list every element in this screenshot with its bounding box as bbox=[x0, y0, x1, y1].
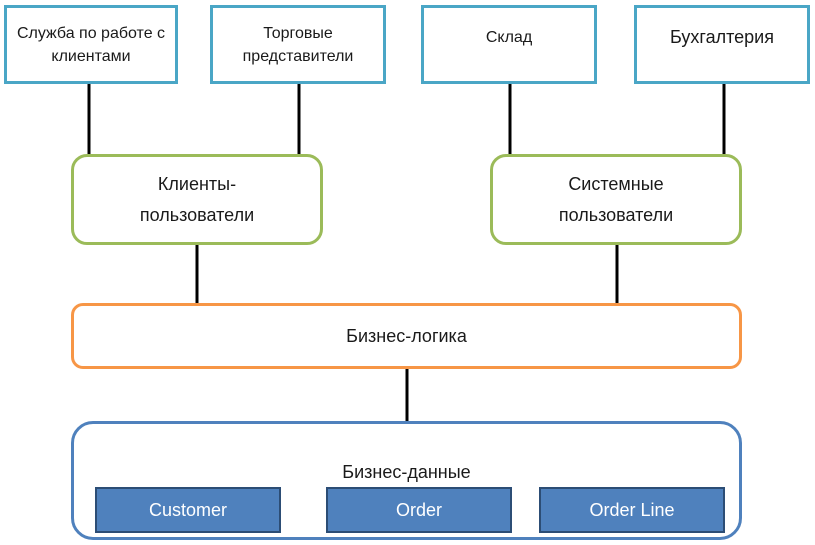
entity-order-line-label: Order Line bbox=[589, 499, 675, 520]
entity-customer: Customer bbox=[95, 487, 281, 533]
user-group-system-users: Системные пользователи bbox=[490, 154, 742, 245]
business-data-label: Бизнес-данные bbox=[342, 462, 471, 482]
department-customer-service: Служба по работе с клиентами bbox=[4, 5, 178, 84]
entity-order-label: Order bbox=[395, 499, 442, 520]
entity-customer-label: Customer bbox=[148, 499, 228, 520]
user-group-client-users: Клиенты-пользователи bbox=[71, 154, 323, 245]
department-accounting: Бухгалтерия bbox=[634, 5, 810, 84]
user-group-client-users-label: Клиенты-пользователи bbox=[139, 173, 255, 225]
department-sales-reps-label: Торговые представители bbox=[242, 24, 354, 65]
department-warehouse-label: Склад bbox=[485, 29, 533, 46]
department-sales-reps: Торговые представители bbox=[210, 5, 386, 84]
entity-order-line: Order Line bbox=[539, 487, 725, 533]
user-group-system-users-label: Системные пользователи bbox=[558, 173, 674, 225]
business-logic-label: Бизнес-логика bbox=[346, 325, 467, 346]
department-customer-service-label: Служба по работе с клиентами bbox=[16, 24, 166, 65]
department-warehouse: Склад bbox=[421, 5, 597, 84]
department-accounting-label: Бухгалтерия bbox=[670, 27, 774, 47]
business-logic-layer: Бизнес-логика bbox=[71, 303, 742, 369]
entity-order: Order bbox=[326, 487, 512, 533]
